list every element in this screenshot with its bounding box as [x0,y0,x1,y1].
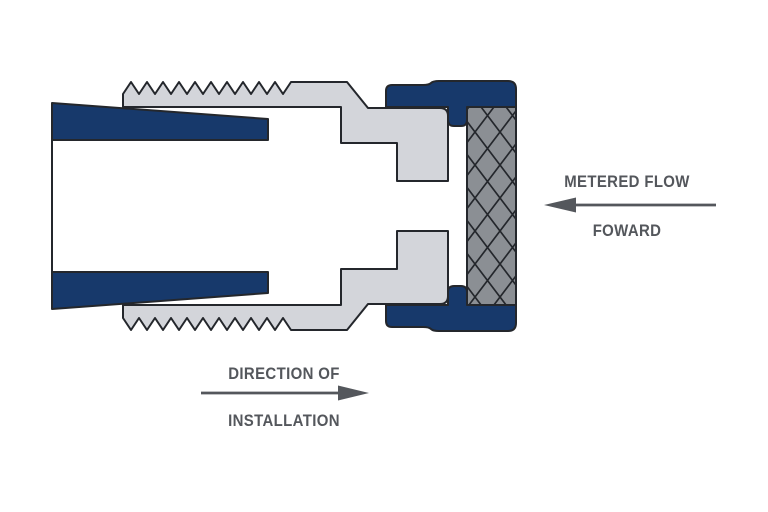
coupling-nut-lower [385,285,517,332]
coupling-nut-upper [385,80,517,127]
installation-label-line1: DIRECTION OF [228,364,340,383]
metered-flow-label-line2: FOWARD [592,221,662,240]
metered-flow-arrow [544,197,716,213]
installation-label-line2: INSTALLATION [228,411,340,430]
installation-arrowhead [338,385,369,401]
pipe-wall-upper [51,102,269,141]
installation-arrow [201,385,369,401]
metered-flow-label-line1: METERED FLOW [564,172,690,191]
knurled-ring [466,106,517,306]
metered-flow-arrowhead [544,197,576,213]
pipe-wall-lower [51,271,269,310]
